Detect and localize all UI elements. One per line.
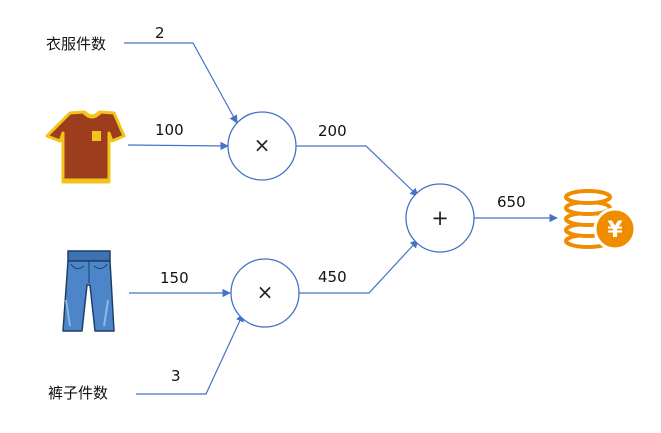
- edge-shirt-total: [296, 145, 419, 197]
- multiply-operator: ×: [257, 280, 274, 304]
- edge-pants-total: [299, 239, 419, 294]
- shirt-total-value: 200: [318, 122, 347, 140]
- multiply-node-shirt: ×: [227, 111, 297, 181]
- shirt-qty-value: 2: [155, 24, 165, 42]
- yen-coins-icon: ¥: [564, 189, 637, 251]
- shirt-price-value: 100: [155, 121, 184, 139]
- add-node: +: [405, 183, 475, 253]
- pants-qty-value: 3: [171, 367, 181, 385]
- multiply-node-pants: ×: [230, 258, 300, 328]
- yen-symbol: ¥: [607, 218, 623, 243]
- multiply-operator: ×: [254, 133, 271, 157]
- jeans-icon: [62, 250, 115, 332]
- pants-total-value: 450: [318, 268, 347, 286]
- edge-pants-qty: [136, 313, 244, 395]
- shirt-count-label: 衣服件数: [46, 35, 106, 53]
- edge-shirt-qty: [124, 42, 238, 124]
- pants-count-label: 裤子件数: [48, 384, 108, 402]
- add-operator: +: [431, 206, 449, 230]
- edge-shirt-price: [127, 141, 229, 151]
- grand-total-value: 650: [497, 193, 526, 211]
- pants-price-value: 150: [160, 269, 189, 287]
- t-shirt-icon: [45, 110, 126, 184]
